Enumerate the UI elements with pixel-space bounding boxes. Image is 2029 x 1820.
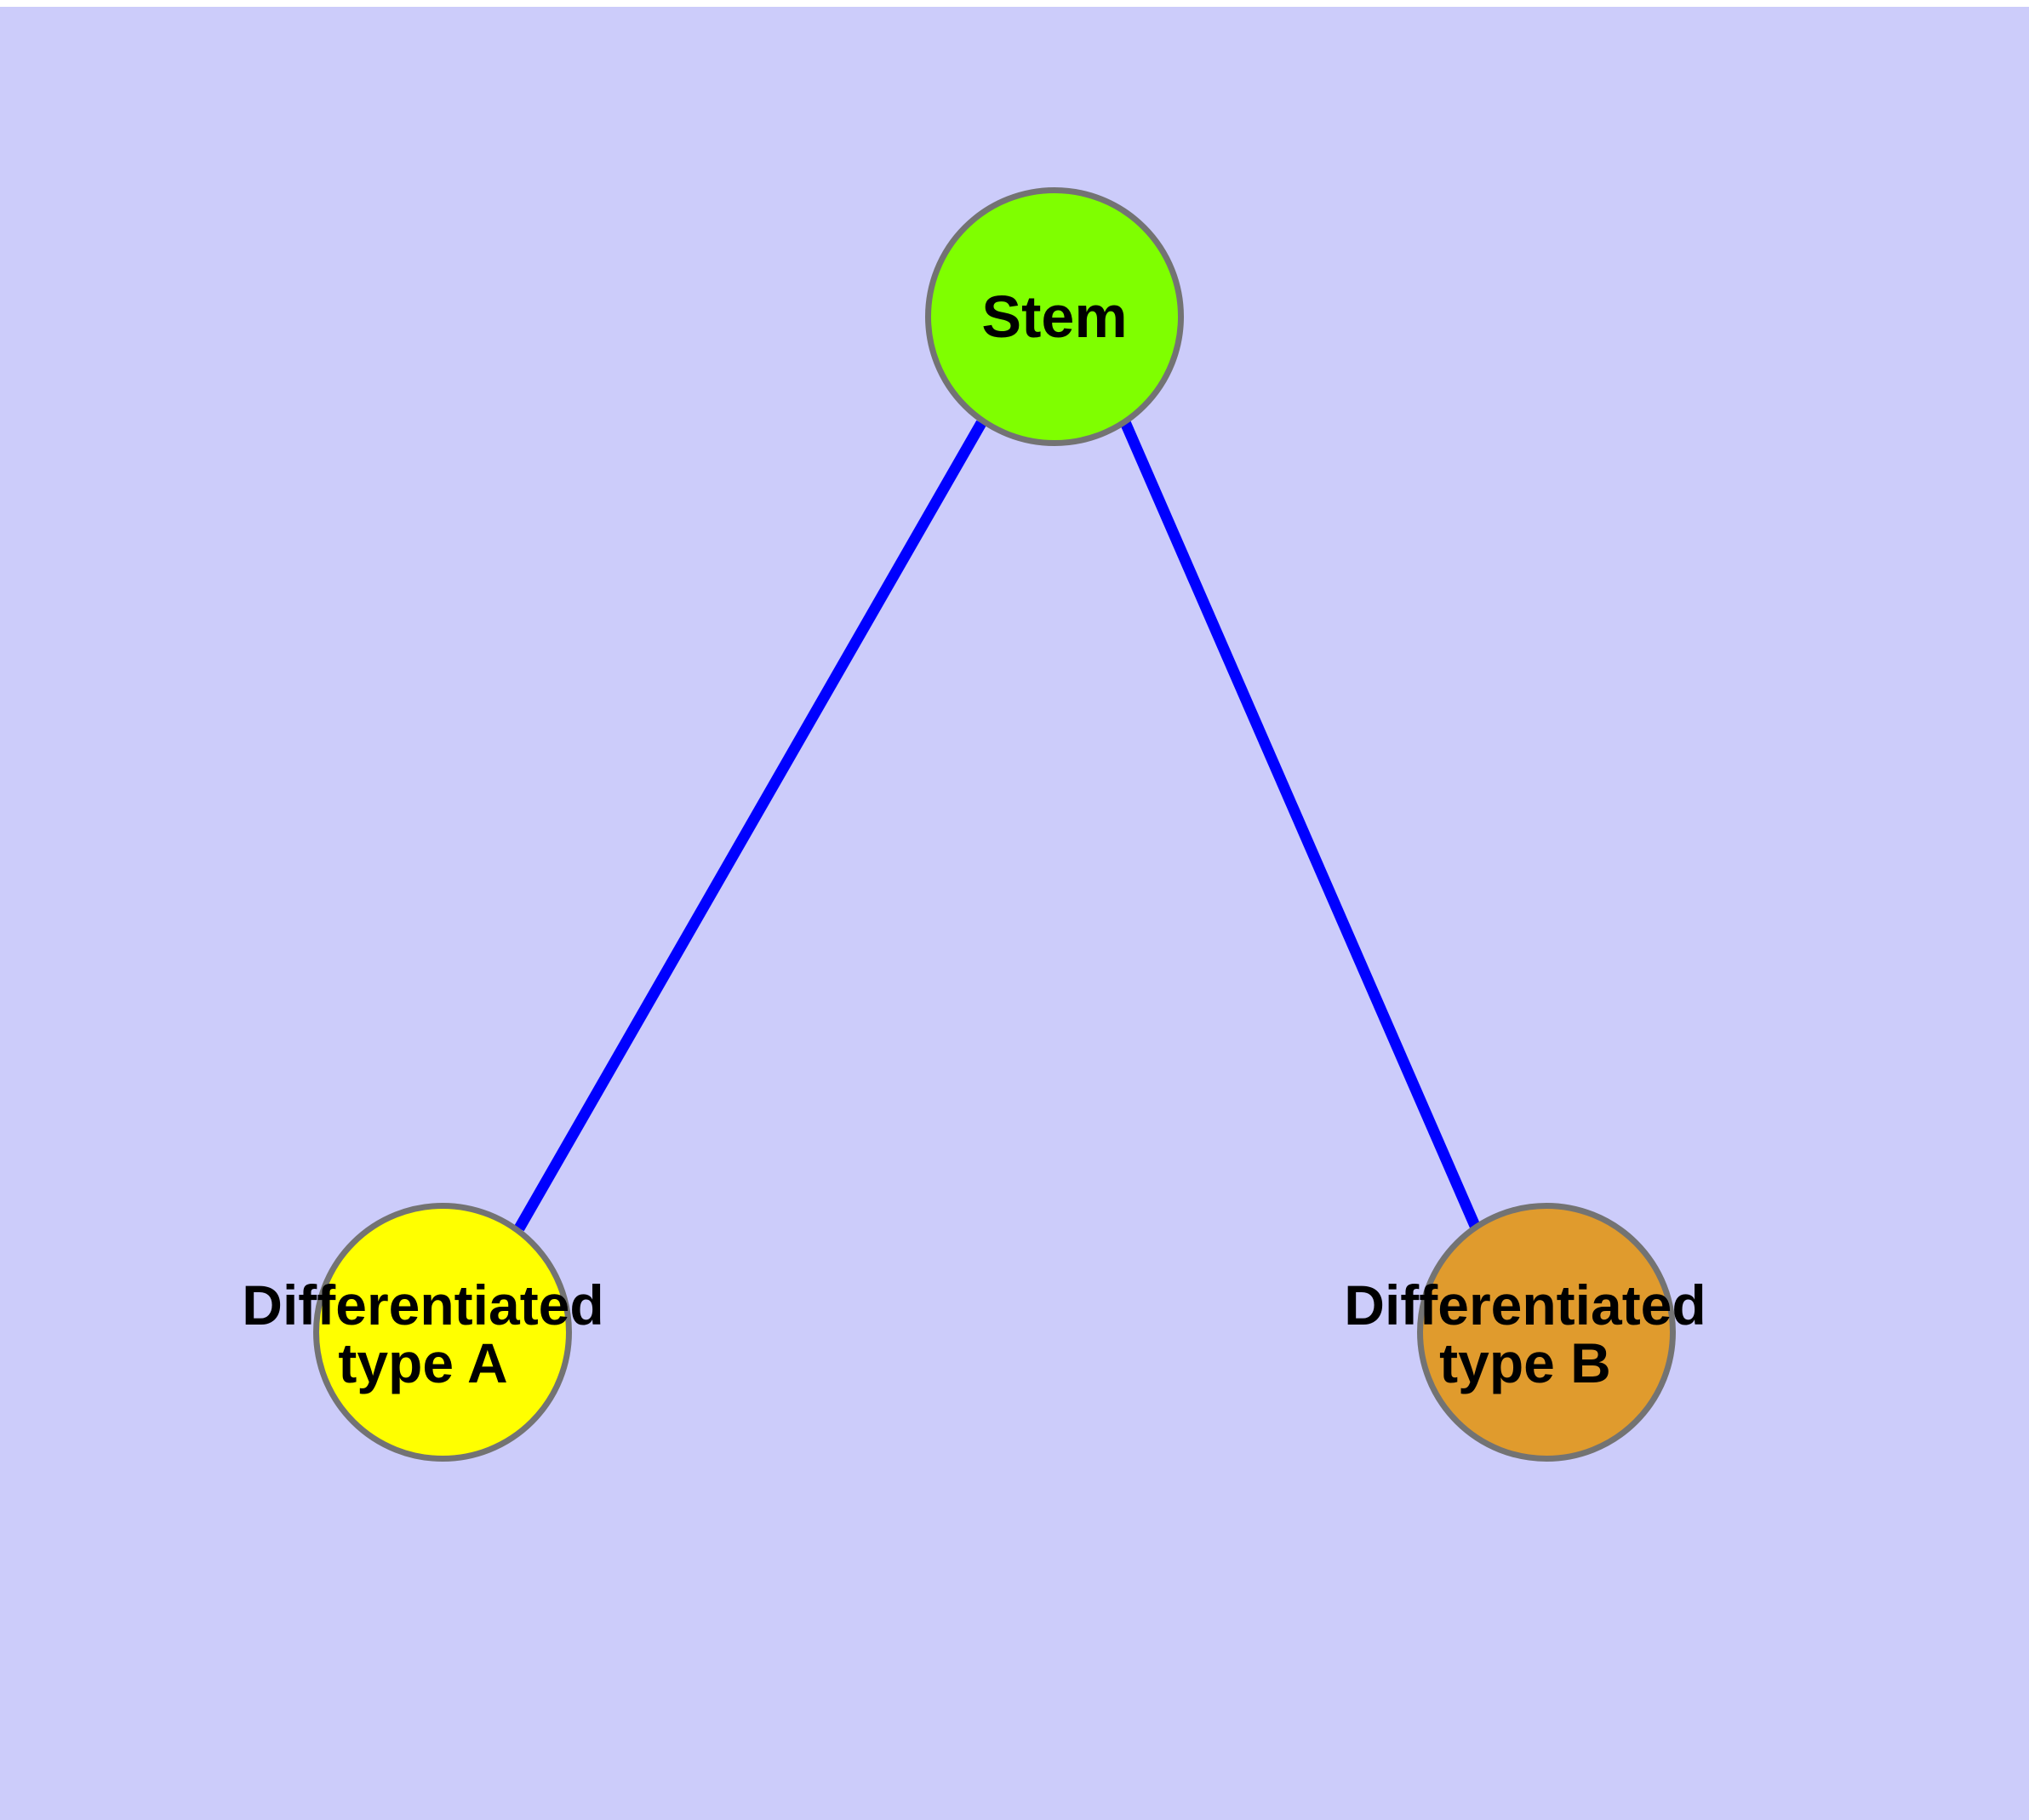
node-layer	[313, 187, 1676, 1462]
node-circle-diff-b[interactable]	[1417, 1203, 1676, 1462]
edge-stem-to-diff-b	[1120, 420, 1480, 1228]
node-circle-diff-a[interactable]	[313, 1203, 572, 1462]
node-circle-stem[interactable]	[925, 187, 1184, 446]
edge-layer	[514, 420, 1480, 1232]
edge-stem-to-diff-a	[514, 420, 986, 1232]
